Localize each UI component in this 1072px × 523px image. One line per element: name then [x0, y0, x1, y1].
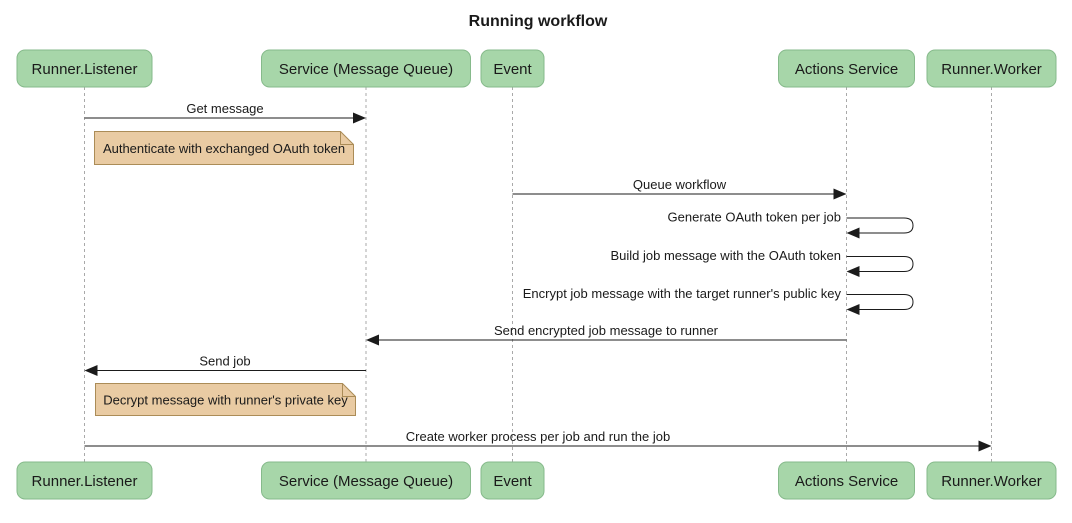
- participant-bottom-runner-worker: Runner.Worker: [926, 461, 1057, 500]
- message-queue-workflow: Queue workflow: [512, 177, 847, 200]
- note-authenticate: Authenticate with exchanged OAuth token: [94, 131, 354, 165]
- message-label: Queue workflow: [633, 177, 727, 192]
- diagram-title: Running workflow: [469, 13, 608, 30]
- arrowhead-left-icon: [846, 304, 860, 315]
- participant-label: Service (Message Queue): [279, 473, 453, 490]
- message-get-message: Get message: [84, 101, 366, 124]
- participant-label: Runner.Worker: [941, 61, 1042, 78]
- message-label: Send encrypted job message to runner: [494, 323, 719, 338]
- note-label: Decrypt message with runner's private ke…: [103, 393, 348, 408]
- participant-label: Runner.Listener: [32, 473, 138, 490]
- participant-top-event: Event: [480, 49, 545, 88]
- self-message-generate-oauth-token: Generate OAuth token per job: [668, 210, 914, 239]
- participant-bottom-runner-listener: Runner.Listener: [16, 461, 153, 500]
- message-label: Create worker process per job and run th…: [406, 429, 670, 444]
- note-fold-icon: [340, 131, 354, 145]
- self-message-build-job-message: Build job message with the OAuth token: [610, 248, 914, 277]
- arrowhead-left-icon: [846, 227, 860, 239]
- message-send-encrypted-job-message: Send encrypted job message to runner: [366, 323, 847, 346]
- participant-label: Event: [493, 61, 532, 78]
- message-label: Build job message with the OAuth token: [610, 248, 841, 263]
- participant-top-runner-listener: Runner.Listener: [16, 49, 153, 88]
- message-create-worker-process: Create worker process per job and run th…: [84, 429, 992, 452]
- self-message-encrypt-job-message: Encrypt job message with the target runn…: [523, 286, 914, 315]
- note-label: Authenticate with exchanged OAuth token: [103, 141, 345, 156]
- participant-top-runner-worker: Runner.Worker: [926, 49, 1057, 88]
- note-fold-icon: [342, 383, 356, 397]
- arrowhead-left-icon: [84, 365, 98, 376]
- participant-label: Runner.Listener: [32, 61, 138, 78]
- message-send-job: Send job: [84, 354, 366, 376]
- participant-label: Service (Message Queue): [279, 61, 453, 78]
- participant-top-actions-service: Actions Service: [778, 49, 915, 88]
- message-label: Generate OAuth token per job: [668, 210, 841, 225]
- message-label: Send job: [199, 354, 250, 369]
- arrowhead-left-icon: [846, 266, 860, 277]
- message-label: Get message: [186, 101, 263, 116]
- arrowhead-right-icon: [833, 188, 847, 200]
- arrowhead-right-icon: [978, 440, 992, 452]
- arrowhead-right-icon: [353, 112, 366, 124]
- message-label: Encrypt job message with the target runn…: [523, 286, 842, 301]
- arrowhead-left-icon: [366, 334, 379, 346]
- participant-bottom-service-message-queue: Service (Message Queue): [261, 461, 471, 500]
- participant-bottom-actions-service: Actions Service: [778, 461, 915, 500]
- participant-label: Actions Service: [795, 473, 898, 490]
- participant-top-service-message-queue: Service (Message Queue): [261, 49, 471, 88]
- participant-label: Actions Service: [795, 61, 898, 78]
- participant-label: Event: [493, 473, 532, 490]
- participant-bottom-event: Event: [480, 461, 545, 500]
- note-decrypt: Decrypt message with runner's private ke…: [95, 383, 356, 416]
- participant-label: Runner.Worker: [941, 473, 1042, 490]
